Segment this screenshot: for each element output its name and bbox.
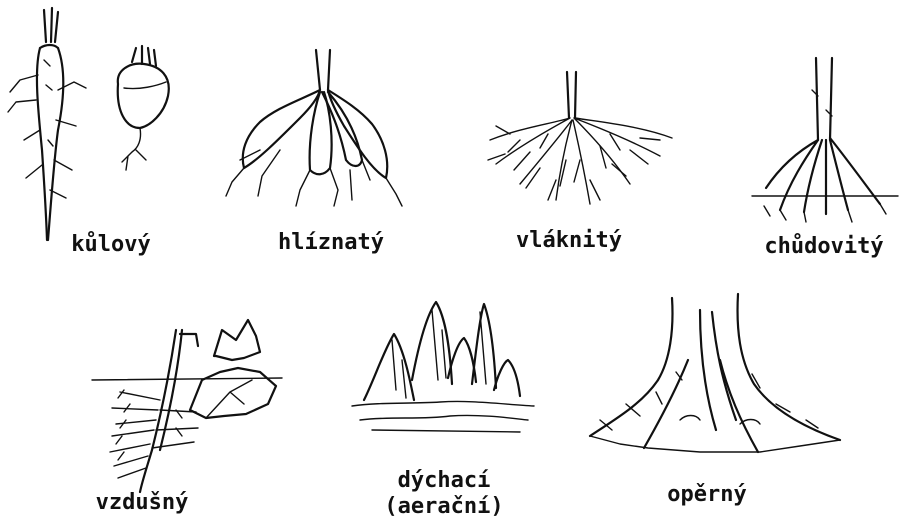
- fibrous-root-drawing: [488, 72, 672, 204]
- label-dychaci-line2: (aerační): [384, 494, 503, 520]
- label-hliznaty: hlíznatý: [278, 230, 384, 256]
- buttress-root-drawing: [590, 294, 840, 452]
- label-chudovity: chůdovitý: [764, 234, 883, 260]
- pneumatophore-drawing: [352, 302, 534, 432]
- label-dychaci: dýchací (aerační): [384, 468, 503, 520]
- taproot-carrot-drawing: [8, 8, 86, 240]
- taproot-beet-drawing: [118, 46, 169, 170]
- aerial-root-drawing: [92, 320, 282, 492]
- label-vzdusny: vzdušný: [96, 490, 189, 516]
- tuberous-root-drawing: [226, 50, 402, 206]
- label-dychaci-line1: dýchací: [384, 468, 503, 494]
- stilt-root-drawing: [752, 58, 898, 222]
- label-operny: opěrný: [667, 482, 746, 508]
- label-kulovy: kůlový: [71, 232, 150, 258]
- label-vlaknity: vláknitý: [516, 228, 622, 254]
